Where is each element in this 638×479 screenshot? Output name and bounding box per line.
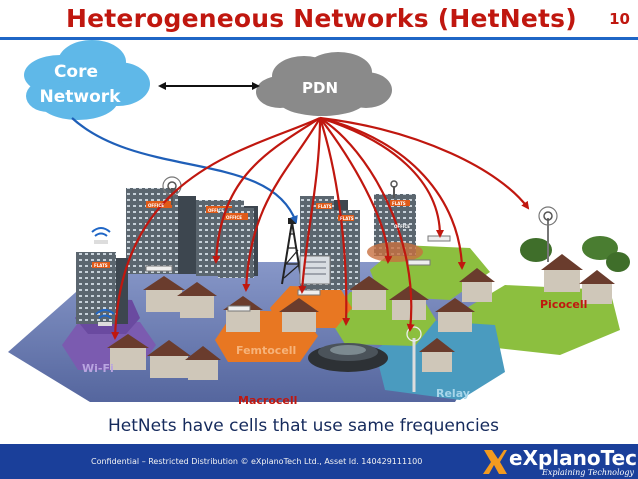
footer-bar (0, 444, 638, 479)
pdn-arrows (111, 116, 530, 340)
logo-mark-icon (483, 450, 507, 474)
wifi-icon (95, 309, 115, 326)
trees (520, 236, 630, 272)
core-network-label: Core Network (36, 60, 136, 110)
core-network-cloud-icon (24, 40, 150, 120)
caption: HetNets have cells that use same frequen… (108, 416, 499, 436)
house-icon (349, 276, 389, 310)
antenna-icon (538, 206, 558, 262)
title-rule (0, 37, 638, 40)
pdn-cloud-icon (256, 52, 392, 116)
slide-number: 10 (609, 10, 630, 28)
building-sign: OFFICE (208, 208, 224, 213)
slide-title: Heterogeneous Networks (HetNets) (66, 4, 577, 33)
house-icon (541, 254, 583, 292)
house-icon (279, 298, 319, 332)
footer-text: Confidential – Restricted Distribution ©… (91, 457, 423, 466)
core-to-tower-arrow (71, 117, 298, 224)
house-icon (107, 334, 149, 370)
wifi-icon (91, 227, 111, 244)
office-building-icon (126, 188, 196, 274)
logo-tagline: Explaining Technology (542, 468, 634, 477)
stadium-icon (308, 343, 388, 372)
house-icon (177, 282, 217, 318)
house-icon (185, 346, 221, 380)
building-sign: FLATS (392, 201, 406, 206)
femtocell-label: Femtocell (236, 344, 297, 357)
house-icon (143, 276, 185, 312)
wifi-label: Wi-Fi (82, 362, 114, 375)
relay-label: Relay (436, 387, 470, 400)
building-sign: FLATS (340, 216, 354, 221)
femtocell-device-icon (145, 235, 451, 312)
building-sign: OFFICE (148, 203, 164, 208)
house-icon (579, 270, 615, 304)
logo-name: eXplanoTech (509, 446, 638, 470)
core-network-label-line2: Network (39, 87, 121, 107)
building-sign: FLATS (94, 263, 108, 268)
house-icon (147, 340, 191, 378)
building-signs: OFFICE OFFICE OFFICE FLATS FLATS FLATS F… (94, 201, 410, 268)
antenna-icon (390, 180, 398, 198)
house-icon (419, 338, 455, 372)
picocell-label: Picocell (540, 298, 588, 311)
building-sign: OFFICE (226, 215, 242, 220)
core-network-label-line1: Core (53, 62, 99, 82)
macrocell-label: Macrocell (238, 394, 298, 407)
house-icon (389, 286, 429, 320)
building-sign: OFFICE (394, 224, 410, 229)
house-icon (435, 298, 475, 332)
explanotech-logo: eXplanoTech Explaining Technology (482, 446, 638, 478)
house-icon (459, 268, 495, 302)
pdn-label: PDN (302, 79, 338, 97)
building-sign: FLATS (318, 204, 332, 209)
